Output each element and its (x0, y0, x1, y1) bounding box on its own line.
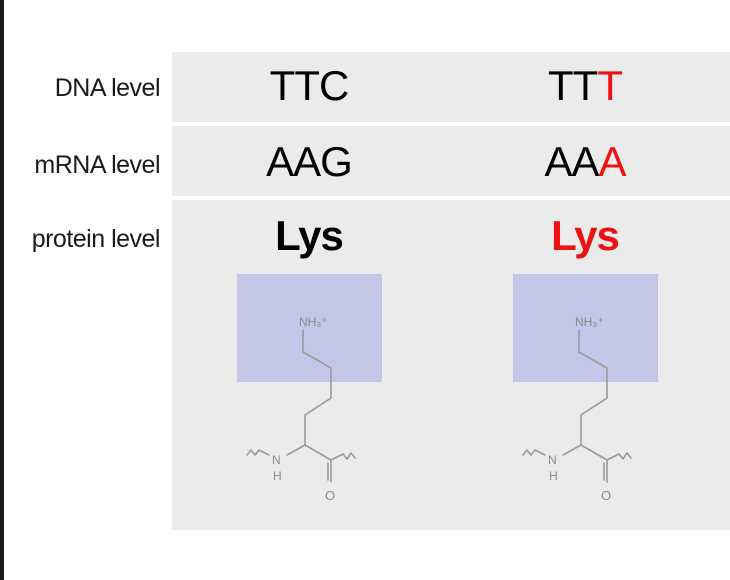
hydrogen-label: H (273, 469, 282, 483)
codon-text: AA (544, 138, 599, 185)
mrna-level-label: mRNA level (34, 151, 160, 179)
dna-level-label: DNA level (54, 74, 161, 102)
hydrogen-label: H (549, 469, 558, 483)
mrna-codon-original: AAG (209, 138, 409, 186)
dna-codon-mutant: TTT (485, 62, 685, 110)
dna-row-panel (172, 52, 730, 122)
amino-acid-original: Lys (275, 212, 344, 259)
mrna-row-panel (172, 126, 730, 196)
codon-text: TT (548, 62, 598, 109)
amine-label: NH₃⁺ (299, 315, 328, 329)
lysine-structure-mutant: NH₃⁺ N H O (522, 315, 632, 503)
side-chain-highlight-mutant (513, 274, 658, 382)
oxygen-label: O (325, 488, 335, 503)
nitrogen-label: N (272, 453, 281, 467)
protein-level-label: protein level (31, 225, 161, 253)
mutated-base: A (598, 138, 627, 185)
codon-text: TTC (269, 62, 350, 109)
mutated-base: T (597, 62, 623, 109)
mrna-codon-mutant: AAA (485, 138, 685, 186)
nitrogen-label: N (548, 453, 557, 467)
left-edge-bar (0, 0, 4, 580)
dna-codon-original: TTC (209, 62, 409, 110)
lysine-structure-original: NH₃⁺ N H O (246, 315, 356, 503)
side-chain-highlight-original (237, 274, 382, 382)
amino-acid-mutant: Lys (551, 212, 620, 259)
codon-text: AAG (266, 138, 353, 185)
amine-label: NH₃⁺ (575, 315, 604, 329)
oxygen-label: O (601, 488, 611, 503)
